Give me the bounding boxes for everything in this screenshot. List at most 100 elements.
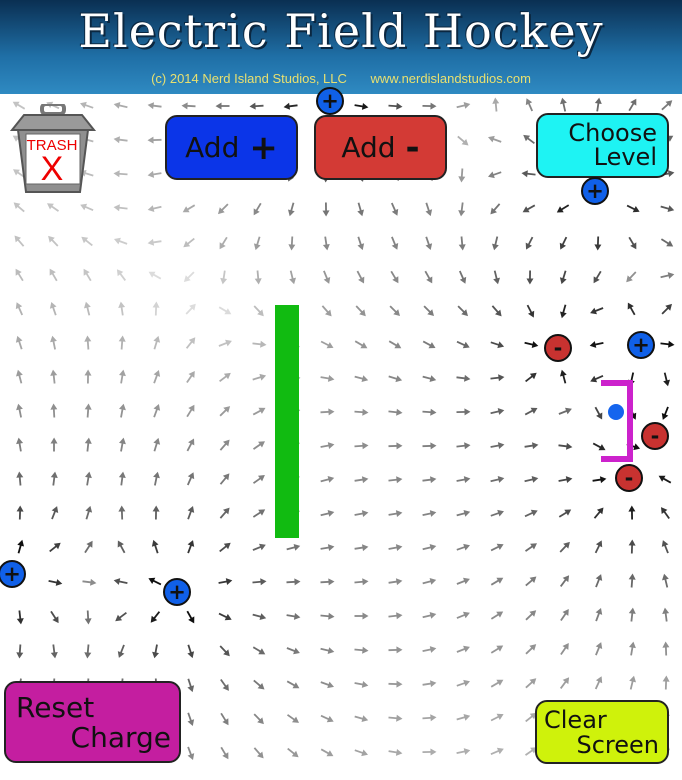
field-arrowhead: [361, 749, 368, 757]
field-arrowhead: [425, 243, 433, 250]
positive-charge[interactable]: +: [0, 560, 26, 588]
puck[interactable]: [608, 404, 624, 420]
field-arrowhead: [257, 683, 265, 690]
field-arrowhead: [153, 335, 161, 343]
field-arrowhead: [15, 335, 23, 343]
choose-level-button[interactable]: Choose Level: [536, 113, 669, 178]
field-arrowhead: [326, 342, 334, 349]
field-arrowhead: [429, 646, 437, 653]
field-arrowhead: [223, 406, 231, 413]
field-arrowhead: [153, 471, 160, 479]
reset-charge-line2: Charge: [70, 721, 171, 754]
field-arrowhead: [85, 505, 93, 513]
plus-icon: +: [249, 127, 278, 168]
field-arrowhead: [490, 207, 497, 215]
negative-charge[interactable]: -: [615, 464, 643, 492]
field-arrowhead: [362, 408, 369, 416]
field-arrowhead: [461, 309, 468, 317]
field-arrowhead: [291, 750, 299, 758]
field-arrowhead: [362, 578, 369, 586]
field-arrowhead: [559, 277, 567, 285]
field-arrowhead: [630, 98, 637, 106]
field-arrowhead: [327, 375, 335, 382]
field-arrowhead: [328, 578, 335, 586]
negative-charge[interactable]: -: [544, 334, 572, 362]
plus-sign: +: [632, 332, 650, 357]
field-arrowhead: [115, 614, 123, 622]
field-arrowhead: [84, 403, 92, 410]
field-arrowhead: [488, 171, 495, 179]
field-arrowhead: [463, 679, 470, 687]
field-arrowhead: [361, 681, 369, 688]
field-arrowhead: [12, 101, 20, 108]
field-arrowhead: [260, 340, 267, 348]
field-arrowhead: [488, 135, 495, 143]
field-arrowhead: [560, 311, 567, 319]
field-arrowhead: [322, 244, 330, 251]
field-arrowhead: [84, 369, 92, 376]
field-arrowhead: [394, 342, 402, 349]
field-arrowhead: [560, 97, 567, 105]
field-arrowhead: [362, 442, 369, 450]
field-arrowhead: [361, 103, 369, 110]
field-arrowhead: [188, 337, 196, 345]
field-arrowhead: [430, 748, 437, 756]
field-arrowhead: [560, 369, 567, 377]
field-arrowhead: [430, 476, 437, 484]
field-arrowhead: [563, 541, 570, 549]
field-arrowhead: [222, 718, 229, 726]
field-arrowhead: [463, 714, 471, 721]
field-arrowhead: [396, 714, 403, 722]
field-arrowhead: [525, 98, 533, 106]
field-arrowhead: [530, 543, 537, 550]
copyright-text: (c) 2014 Nerd Island Studios, LLC: [151, 71, 347, 86]
field-arrowhead: [258, 509, 266, 516]
field-arrowhead: [661, 507, 668, 514]
field-arrowhead: [463, 611, 470, 619]
field-arrowhead: [666, 240, 674, 247]
reset-charge-button[interactable]: Reset Charge: [4, 681, 181, 763]
field-arrowhead: [497, 341, 505, 349]
field-arrowhead: [358, 276, 365, 284]
positive-charge[interactable]: +: [627, 331, 655, 359]
field-arrowhead: [497, 509, 504, 517]
field-arrowhead: [663, 379, 670, 387]
add-negative-charge-button[interactable]: Add -: [314, 115, 447, 180]
field-arrowhead: [225, 339, 232, 347]
field-arrowhead: [323, 277, 331, 284]
field-arrowhead: [283, 102, 290, 110]
field-arrowhead: [596, 507, 604, 515]
field-arrowhead: [258, 407, 266, 414]
clear-screen-button[interactable]: Clear Screen: [535, 700, 669, 764]
field-arrowhead: [16, 652, 24, 659]
field-arrowhead: [258, 648, 266, 655]
choose-level-line1: Choose: [568, 119, 657, 147]
field-arrowhead: [187, 651, 195, 659]
field-arrowhead: [492, 97, 500, 104]
field-arrowhead: [425, 209, 433, 217]
field-arrowhead: [220, 277, 228, 285]
field-arrowhead: [566, 442, 573, 450]
positive-charge[interactable]: +: [316, 87, 344, 115]
field-arrowhead: [188, 438, 195, 446]
field-arrowhead: [430, 714, 437, 722]
field-arrowhead: [529, 610, 537, 617]
field-arrowhead: [593, 276, 600, 284]
trash-can-icon: [9, 104, 97, 193]
field-arrowhead: [16, 437, 24, 445]
field-arrowhead: [590, 307, 597, 315]
field-arrowhead: [464, 374, 471, 382]
plus-sign: +: [321, 88, 339, 113]
field-arrowhead: [224, 613, 232, 621]
website-link[interactable]: www.nerdislandstudios.com: [370, 71, 531, 86]
positive-charge[interactable]: +: [581, 177, 609, 205]
positive-charge[interactable]: +: [163, 578, 191, 606]
field-arrowhead: [13, 169, 20, 176]
field-arrowhead: [393, 309, 400, 316]
field-arrowhead: [53, 542, 61, 550]
field-arrowhead: [395, 544, 403, 551]
field-arrowhead: [667, 170, 675, 177]
add-positive-charge-button[interactable]: Add +: [165, 115, 298, 180]
field-arrowhead: [396, 680, 403, 688]
negative-charge[interactable]: -: [641, 422, 669, 450]
